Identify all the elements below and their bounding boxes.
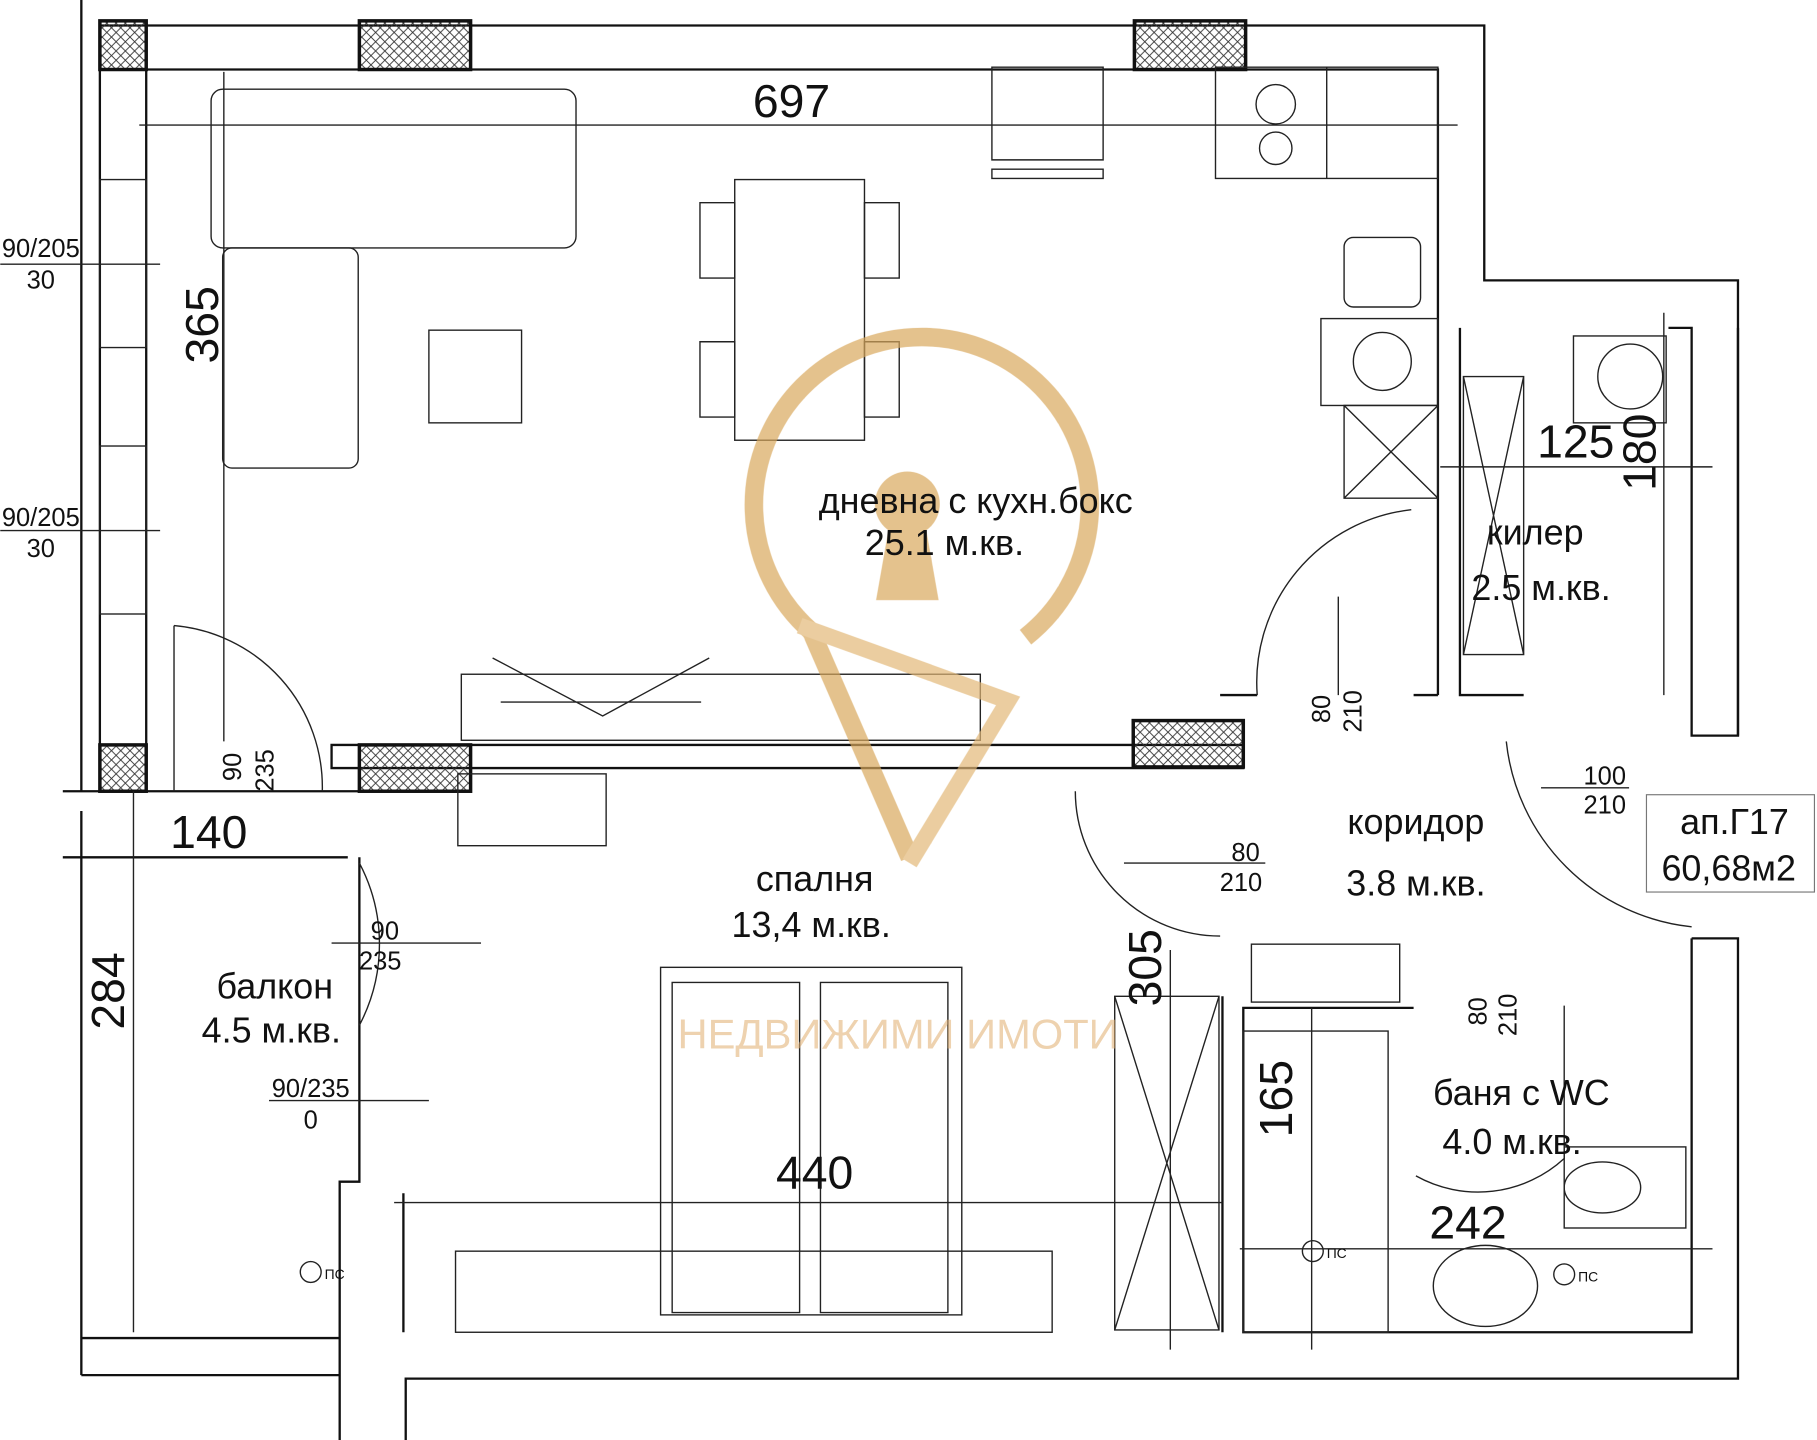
dim-125: 125 [1537,416,1614,468]
dim-284: 284 [82,952,134,1029]
watermark-text: НЕДВИЖИМИ ИМОТИ [677,1010,1118,1057]
column [1132,19,1248,72]
opening-label: 90/205 [2,235,80,263]
living-area: 25.1 м.кв. [865,522,1024,563]
pantry-area: 2.5 м.кв. [1471,567,1610,608]
bathtub [1242,1030,1389,1333]
dim-242: 242 [1429,1196,1506,1248]
dim-440: 440 [776,1147,853,1199]
sofa-chaise [221,247,359,469]
apartment-badge: ап.Г17 60,68м2 [1645,794,1816,893]
opening-labels: 90/205 30 90/205 30 90 235 80 210 100 21… [2,235,1626,1134]
opening-label: 90/205 [2,504,80,532]
column [98,743,148,793]
dim-305: 305 [1119,929,1171,1006]
shaft-label: ПС [1327,1245,1347,1261]
sofa [210,88,577,249]
column [1131,718,1246,769]
dim-697: 697 [753,75,830,127]
apartment-area: 60,68м2 [1661,847,1796,888]
wardrobe [1114,995,1220,1331]
opening-label: 235 [359,948,402,976]
walls [62,0,1740,1440]
opening-label: 210 [1495,994,1523,1037]
watermark-logo: НЕДВИЖИМИ ИМОТИ [677,327,1119,1057]
corridor-area: 3.8 м.кв. [1346,863,1485,904]
living-name: дневна с кухн.бокс [819,480,1133,521]
shaft-label: ПС [325,1266,345,1282]
bedroom-area: 13,4 м.кв. [732,904,891,945]
opening-label: 90 [219,753,247,781]
opening-label: 210 [1584,791,1627,819]
bedroom-name: спалня [756,858,874,899]
tv-unit [460,673,982,741]
dim-140: 140 [170,806,247,858]
washbasin [1432,1244,1539,1328]
opening-label: 100 [1584,762,1627,790]
shaft-markers: ПС ПС ПС [299,1240,1598,1286]
opening-label: 80 [1231,839,1259,867]
opening-label: 210 [1339,690,1367,733]
washer [1572,335,1667,424]
coffee-table [428,329,523,424]
dim-165: 165 [1250,1060,1302,1137]
opening-label: 210 [1220,869,1263,897]
opening-label: 30 [27,535,55,563]
furniture [210,66,1687,1333]
sink [1343,236,1422,308]
dining-table [734,178,866,441]
apartment-label: ап.Г17 [1680,801,1789,842]
dimension-lines [0,71,1713,1350]
opening-label: 80 [1465,997,1493,1025]
bed [659,966,963,1316]
dim-365: 365 [176,286,228,363]
room-labels: дневна с кухн.бокс 25.1 м.кв. килер 2.5 … [202,480,1611,1162]
doors [173,509,1692,1193]
pantry-name: килер [1487,511,1584,552]
shaft-label: ПС [1578,1268,1598,1284]
balcony-name: балкон [217,966,334,1007]
corridor-name: коридор [1347,801,1484,842]
column [98,19,148,72]
bathroom-area: 4.0 м.кв. [1442,1121,1581,1162]
opening-label: 235 [252,749,280,792]
dimension-labels: 697 365 125 180 140 284 305 440 165 242 [82,75,1666,1248]
opening-label: 90/235 [272,1075,350,1103]
toilet [1563,1146,1687,1229]
dim-180: 180 [1614,414,1666,491]
bathroom-name: баня с WC [1433,1072,1610,1113]
balcony-area: 4.5 м.кв. [202,1010,341,1051]
column [357,19,473,72]
opening-label: 30 [27,266,55,294]
column [357,743,473,793]
opening-label: 80 [1308,695,1336,723]
opening-label: 90 [371,918,399,946]
opening-label: 0 [304,1106,318,1134]
